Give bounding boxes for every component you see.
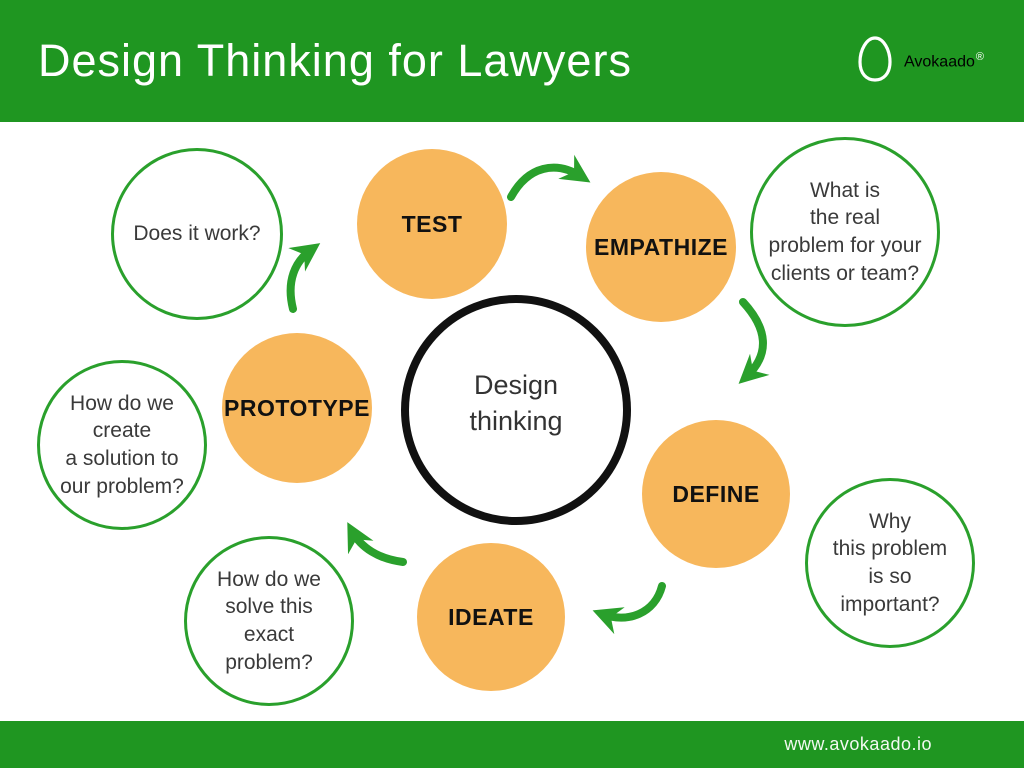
question-text: Does it work? (133, 222, 261, 246)
question-bubble-why-important: Why this problem is so important? (805, 478, 975, 648)
question-bubble-how-create: How do we create a solution to our probl… (37, 360, 207, 530)
stage-label: IDEATE (448, 603, 534, 630)
stage-label: PROTOTYPE (224, 394, 370, 421)
stage-circle-prototype: PROTOTYPE (222, 333, 372, 483)
arrow-prototype-to-test (286, 243, 321, 313)
header-bar: Design Thinking for Lawyers Avokaado® (0, 0, 1024, 122)
stage-circle-empathize: EMPATHIZE (586, 172, 736, 322)
stage-circle-ideate: IDEATE (417, 543, 565, 691)
registered-mark: ® (975, 50, 984, 63)
question-bubble-does-it-work: Does it work? (111, 148, 283, 320)
center-circle-design-thinking: Design thinking (401, 295, 631, 525)
arrow-define-to-ideate (592, 582, 666, 635)
arrow-ideate-to-prototype (347, 522, 407, 566)
question-text: How do we create a solution to our probl… (60, 391, 184, 498)
question-bubble-real-problem: What is the real problem for your client… (750, 137, 940, 327)
brand-name: Avokaado® (904, 50, 984, 71)
avokaado-egg-icon (857, 35, 893, 88)
stage-circle-test: TEST (357, 149, 507, 299)
page-title: Design Thinking for Lawyers (38, 35, 632, 86)
question-bubble-how-solve: How do we solve this exact problem? (184, 536, 354, 706)
website-url: www.avokaado.io (784, 734, 932, 754)
center-label: Design thinking (469, 369, 563, 436)
arrow-test-to-empathize (507, 154, 591, 201)
arrow-empathize-to-define (738, 298, 770, 384)
brand-logo: Avokaado® (857, 35, 984, 88)
stage-label: DEFINE (672, 480, 760, 507)
footer-bar: www.avokaado.io (0, 721, 1024, 768)
stage-label: EMPATHIZE (594, 233, 728, 260)
question-text: Why this problem is so important? (832, 509, 948, 616)
stage-label: TEST (401, 210, 463, 237)
question-text: How do we solve this exact problem? (217, 567, 321, 674)
question-text: What is the real problem for your client… (768, 178, 922, 285)
stage-circle-define: DEFINE (642, 420, 790, 568)
